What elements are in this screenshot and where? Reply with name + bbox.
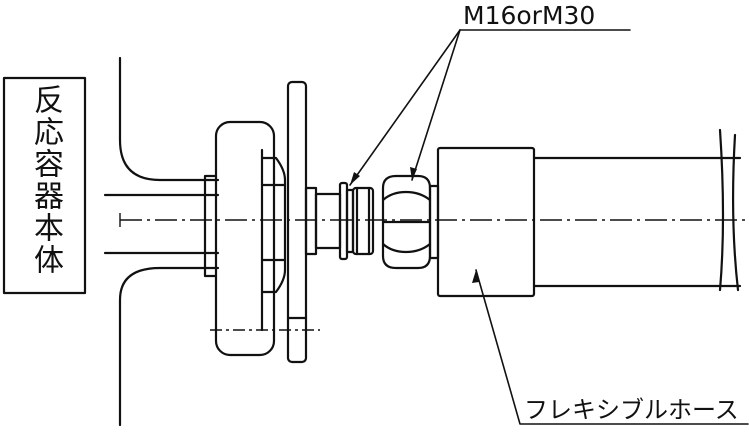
center-line xyxy=(119,213,748,331)
vessel-body-label: 反応容器本体 xyxy=(28,84,63,276)
flexible-hose xyxy=(436,128,742,298)
flexible-hose-label: フレキシブルホース xyxy=(524,396,739,424)
arrowheads xyxy=(350,167,479,283)
flange-nut xyxy=(203,156,287,294)
vessel-body-box xyxy=(2,76,87,295)
leader-lines xyxy=(349,29,749,425)
gasket-plate xyxy=(286,80,308,364)
vessel-flange xyxy=(214,120,276,357)
vessel-wall xyxy=(103,56,220,427)
hex-nut xyxy=(381,174,440,270)
nipple-fitting xyxy=(304,181,375,261)
bolt-spec-label: M16orM30 xyxy=(463,1,595,30)
